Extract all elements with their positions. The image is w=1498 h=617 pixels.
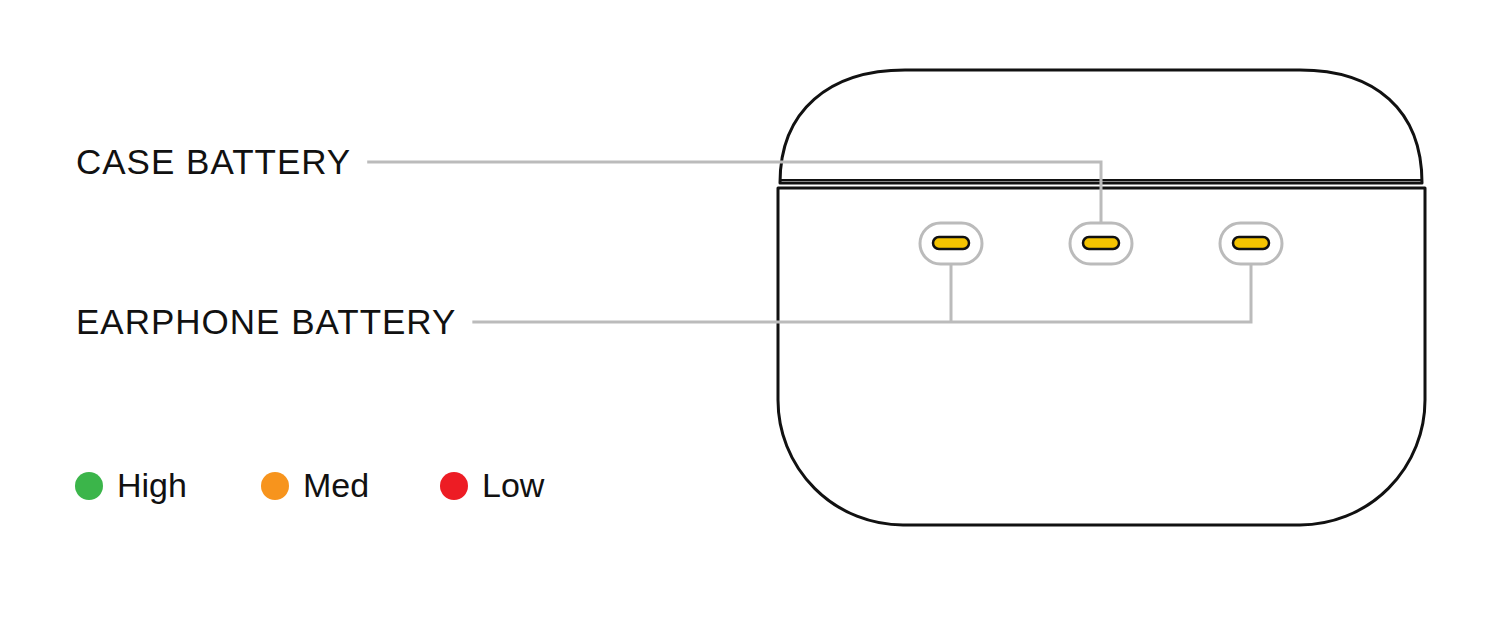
legend-swatch — [75, 472, 103, 500]
legend-label: Low — [482, 467, 544, 504]
legend-swatch — [261, 472, 289, 500]
case-body — [778, 188, 1425, 525]
callout-label: EARPHONE BATTERY — [76, 303, 456, 342]
legend-label: Med — [303, 467, 369, 504]
leader-line — [367, 162, 1101, 222]
battery-led — [1220, 223, 1282, 264]
leader-line — [472, 265, 1251, 322]
callout-label: CASE BATTERY — [76, 143, 351, 182]
legend-swatch — [440, 472, 468, 500]
leader-line — [950, 265, 953, 322]
battery-led — [920, 223, 982, 264]
battery-led — [1070, 223, 1132, 264]
legend-label: High — [117, 467, 187, 504]
